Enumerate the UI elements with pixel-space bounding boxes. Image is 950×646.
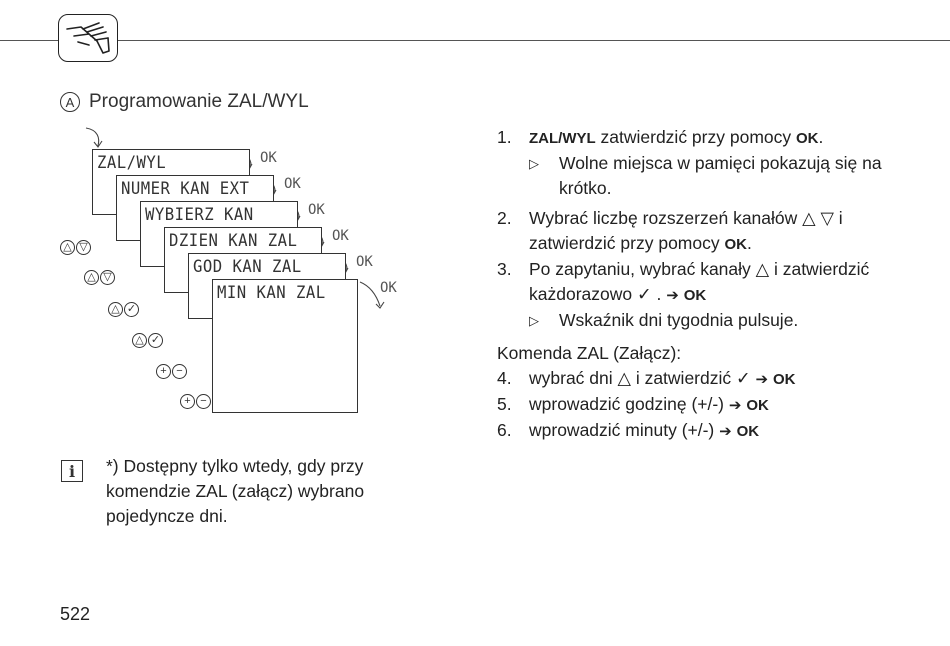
ok-keyword: OK	[746, 397, 769, 414]
up-button: △	[108, 302, 123, 317]
step-5: 5. wprowadzić godzinę (+/-) ➔ OK	[497, 392, 927, 418]
section-letter: A	[60, 92, 80, 112]
down-button: ▽	[100, 270, 115, 285]
menu-flow-diagram: ZAL/WYL NUMER KAN EXT WYBIERZ KAN DZIEN …	[50, 120, 430, 420]
step-1-sub: ▷ Wolne miejsca w pamięci pokazują się n…	[497, 151, 927, 201]
step-text: wprowadzić minuty (+/-)	[529, 420, 720, 440]
button-pair-2: △ ▽	[84, 270, 115, 285]
button-pair-5: + −	[156, 364, 187, 379]
ok-label-6: OK	[380, 280, 397, 296]
arrow-icon: ➔	[719, 423, 732, 440]
sub-text: Wskaźnik dni tygodnia pulsuje.	[559, 310, 799, 330]
page-number: 522	[60, 604, 91, 624]
ok-keyword: OK	[796, 130, 819, 147]
lcd-text-4: DZIEN KAN ZAL	[169, 231, 298, 251]
lcd-text-5: GOD KAN ZAL	[193, 257, 302, 277]
footnote-text: *) Dostępny tylko wtedy, gdy przy komend…	[106, 456, 365, 526]
up-button: △	[132, 333, 147, 348]
lcd-text-3: WYBIERZ KAN	[145, 205, 254, 225]
ok-keyword: OK	[736, 423, 760, 440]
step-4: 4. wybrać dni △ i zatwierdzić ✓ ➔ OK	[497, 366, 927, 392]
arrow-icon: ➔	[666, 287, 679, 304]
step-number: 3.	[497, 259, 512, 279]
arrow-icon: ➔	[755, 371, 769, 388]
step-end: .	[818, 127, 824, 147]
step-text: wprowadzić godzinę (+/-)	[529, 394, 729, 414]
step-number: 5.	[497, 394, 512, 414]
minus-button: −	[172, 364, 187, 379]
ok-label-1: OK	[260, 150, 277, 166]
ok-label-4: OK	[332, 228, 349, 244]
ok-keyword: OK	[772, 371, 796, 388]
step-number: 6.	[497, 420, 512, 440]
section-title-text: Programowanie ZAL/WYL	[89, 91, 309, 112]
button-pair-6: + −	[180, 394, 211, 409]
step-text: zatwierdzić przy pomocy	[595, 127, 796, 147]
button-pair-1: △ ▽	[60, 240, 91, 255]
step-number: 4.	[497, 368, 512, 388]
step-number: 2.	[497, 208, 512, 228]
step-3-sub: ▷ Wskaźnik dni tygodnia pulsuje.	[497, 308, 927, 333]
ok-keyword: OK	[724, 236, 747, 253]
plus-button: +	[156, 364, 171, 379]
komenda-heading: Komenda ZAL (Załącz):	[497, 343, 682, 363]
triangle-marker-icon: ▷	[529, 313, 539, 328]
header-rule-left	[0, 40, 58, 41]
ok-label-3: OK	[308, 202, 325, 218]
hand-pointer-icon	[58, 14, 118, 62]
minus-button: −	[196, 394, 211, 409]
button-pair-3: △ ✓	[108, 302, 139, 317]
step-text: wybrać dni △ i zatwierdzić ✓	[529, 368, 756, 388]
step-number: 1.	[497, 127, 512, 147]
instruction-list: 1. ZAL/WYL zatwierdzić przy pomocy OK. ▷…	[497, 125, 927, 444]
ok-keyword: OK	[683, 287, 707, 304]
ok-label-5: OK	[356, 254, 373, 270]
triangle-marker-icon: ▷	[529, 156, 539, 171]
step-text: Wybrać liczbę rozszerzeń kanałów △ ▽ i z…	[529, 208, 843, 253]
arrow-icon: ➔	[728, 397, 742, 414]
keyword: ZAL/WYL	[529, 130, 596, 147]
button-pair-4: △ ✓	[132, 333, 163, 348]
lcd-text-2: NUMER KAN EXT	[121, 179, 250, 199]
step-2: 2. Wybrać liczbę rozszerzeń kanałów △ ▽ …	[497, 206, 927, 257]
ok-label-2: OK	[284, 176, 301, 192]
info-icon: i	[61, 460, 83, 482]
up-button: △	[60, 240, 75, 255]
sub-text: Wolne miejsca w pamięci pokazują się na …	[559, 153, 882, 198]
lcd-text-6: MIN KAN ZAL	[217, 283, 326, 303]
step-3: 3. Po zapytaniu, wybrać kanały △ i zatwi…	[497, 257, 927, 308]
header-rule-right	[118, 40, 950, 41]
plus-button: +	[180, 394, 195, 409]
step-text: Po zapytaniu, wybrać kanały △ i zatwierd…	[529, 259, 870, 304]
step-end: .	[746, 233, 752, 253]
check-button: ✓	[124, 302, 139, 317]
section-title: A Programowanie ZAL/WYL	[60, 91, 309, 113]
lcd-text-1: ZAL/WYL	[97, 153, 167, 173]
step-1: 1. ZAL/WYL zatwierdzić przy pomocy OK.	[497, 125, 927, 151]
up-button: △	[84, 270, 99, 285]
step-6: 6. wprowadzić minuty (+/-) ➔ OK	[497, 418, 927, 444]
check-button: ✓	[148, 333, 163, 348]
down-button: ▽	[76, 240, 91, 255]
lcd-screen-6: MIN KAN ZAL	[212, 279, 358, 413]
